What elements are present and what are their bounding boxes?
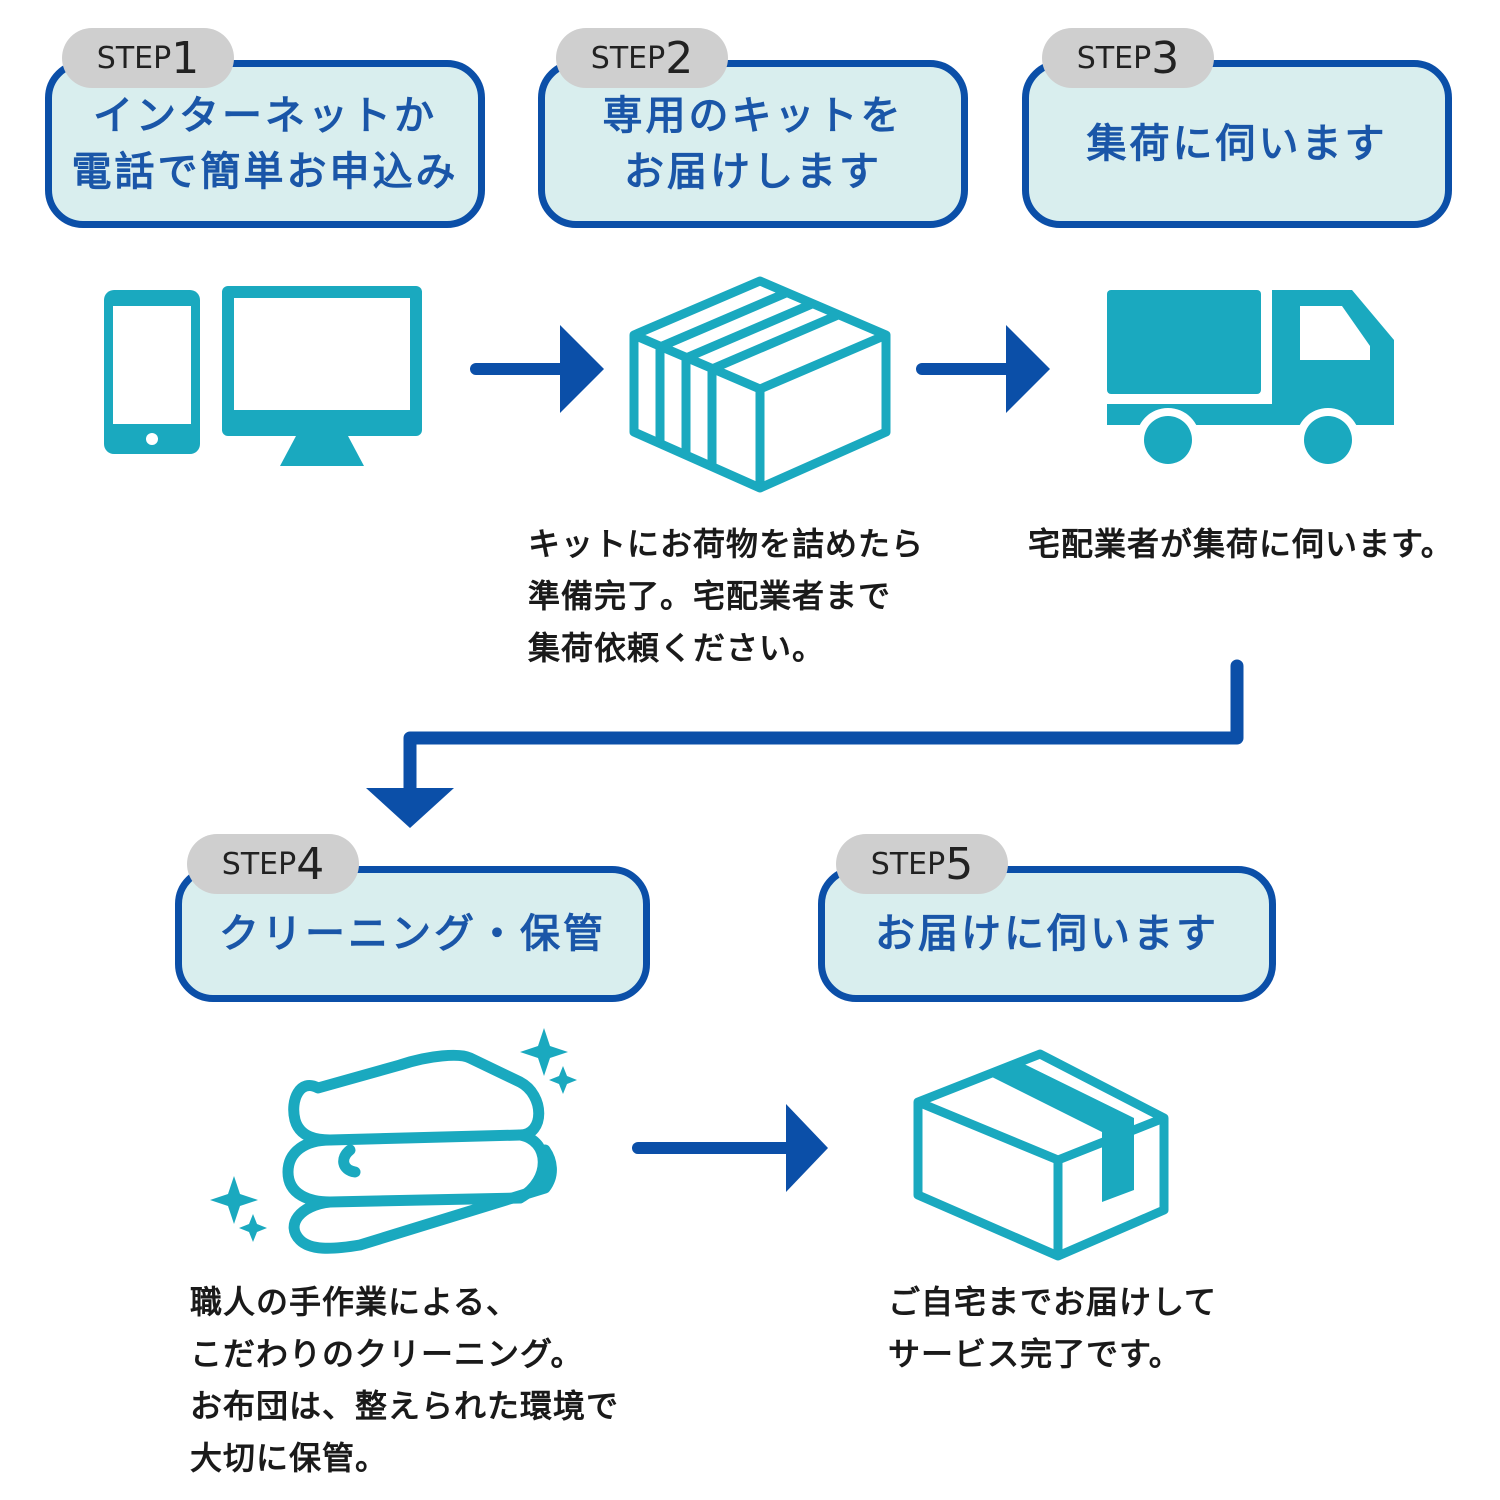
step2-title: 専用のキットを お届けします xyxy=(602,93,904,195)
step1-word: STEP xyxy=(96,40,172,76)
box-icon xyxy=(629,276,891,493)
arrow-down-icon xyxy=(366,659,1244,828)
step2-word: STEP xyxy=(590,40,666,76)
arrow-right-icon xyxy=(632,1104,828,1192)
step3-title: 集荷に伺います xyxy=(1086,121,1388,167)
futon-icon xyxy=(282,1049,557,1254)
step3-description: 宅配業者が集荷に伺います。 xyxy=(1028,525,1454,563)
sparkle-icon xyxy=(210,1028,577,1242)
arrow-right-icon xyxy=(916,325,1050,413)
truck-icon xyxy=(1107,290,1394,472)
step4-title: クリーニング・保管 xyxy=(219,911,606,957)
step2-description: キットにお荷物を詰めたら 準備完了。宅配業者まで 集荷依頼ください。 xyxy=(528,525,925,667)
step4-number: 4 xyxy=(296,838,325,890)
delivered-box-icon xyxy=(913,1049,1169,1261)
smartphone-icon xyxy=(104,290,200,454)
step2-number: 2 xyxy=(665,32,694,84)
step1-box: インターネットか 電話で簡単お申込み xyxy=(45,60,485,228)
step4-word: STEP xyxy=(221,846,297,882)
step5-number: 5 xyxy=(945,838,974,890)
step5-word: STEP xyxy=(870,846,946,882)
step4-box: クリーニング・保管 xyxy=(175,866,650,1002)
step1-title: インターネットか 電話で簡単お申込み xyxy=(71,93,459,195)
step3-box: 集荷に伺います xyxy=(1022,60,1452,228)
arrow-right-icon xyxy=(470,325,604,413)
step3-number: 3 xyxy=(1151,32,1180,84)
step5-title: お届けに伺います xyxy=(875,911,1219,957)
step5-description: ご自宅までお届けして サービス完了です。 xyxy=(888,1283,1218,1373)
step1-number: 1 xyxy=(171,32,200,84)
step3-word: STEP xyxy=(1076,40,1152,76)
step4-description: 職人の手作業による、 こだわりのクリーニング。 お布団は、整えられた環境で 大切… xyxy=(190,1283,620,1477)
step2-box: 専用のキットを お届けします xyxy=(538,60,968,228)
monitor-icon xyxy=(222,286,422,466)
